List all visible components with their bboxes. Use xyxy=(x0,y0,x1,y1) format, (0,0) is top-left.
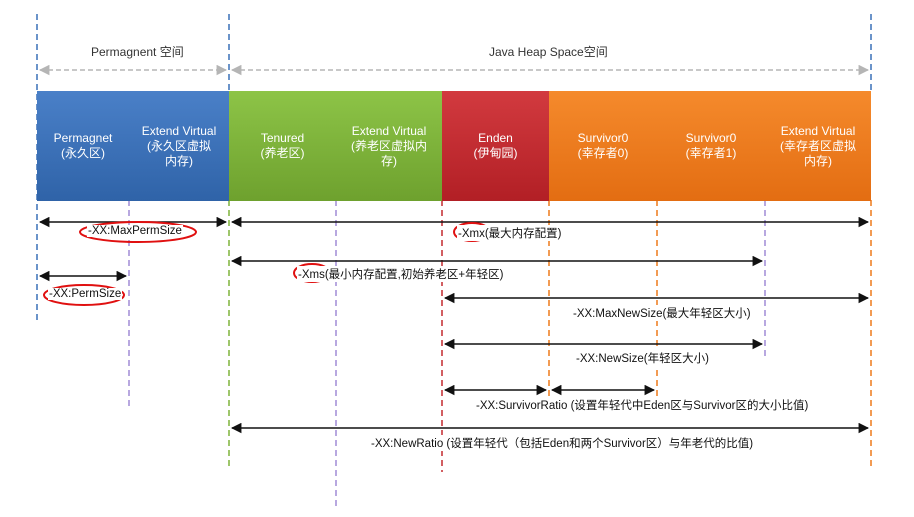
block-perm-extend-label: Extend Virtual (永久区虚拟 内存) xyxy=(141,123,217,168)
xmx-label: -Xmx(最大内存配置) xyxy=(457,225,563,241)
new-size-label: -XX:NewSize(年轻区大小) xyxy=(575,350,710,366)
perm-size-label: -XX:PermSize xyxy=(48,288,123,300)
block-permagnet: Permagnet (永久区) xyxy=(37,91,129,201)
block-permagnet-label: Permagnet (永久区) xyxy=(53,131,113,160)
block-survivor1-label: Survivor0 (幸存者1) xyxy=(685,131,737,160)
block-tenured: Tenured (养老区) xyxy=(229,91,336,201)
block-survivor0: Survivor0 (幸存者0) xyxy=(549,91,657,201)
block-survivor1: Survivor0 (幸存者1) xyxy=(657,91,765,201)
perm-size-highlight xyxy=(43,284,125,306)
max-perm-label: -XX:MaxPermSize xyxy=(87,225,183,237)
block-eden-label: Enden (伊甸园) xyxy=(473,131,518,160)
max-perm-highlight xyxy=(79,221,197,243)
block-perm-extend: Extend Virtual (永久区虚拟 内存) xyxy=(129,91,229,201)
xms-label: -Xms(最小内存配置,初始养老区+年轻区) xyxy=(297,266,505,282)
new-ratio-label: -XX:NewRatio (设置年轻代（包括Eden和两个Survivor区）与… xyxy=(370,435,755,451)
block-tenured-extend-label: Extend Virtual (养老区虚拟内 存) xyxy=(351,123,427,168)
survivor-ratio-label: -XX:SurvivorRatio (设置年轻代中Eden区与Survivor区… xyxy=(475,397,810,413)
block-eden: Enden (伊甸园) xyxy=(442,91,549,201)
max-new-label: -XX:MaxNewSize(最大年轻区大小) xyxy=(572,305,752,321)
block-tenured-label: Tenured (养老区) xyxy=(260,131,305,160)
block-young-extend-label: Extend Virtual (幸存者区虚拟 内存) xyxy=(780,123,856,168)
block-survivor0-label: Survivor0 (幸存者0) xyxy=(577,131,629,160)
block-young-extend: Extend Virtual (幸存者区虚拟 内存) xyxy=(765,91,871,201)
block-tenured-extend: Extend Virtual (养老区虚拟内 存) xyxy=(336,91,442,201)
permagnent-space-label: Permagnent 空间 xyxy=(88,43,187,60)
heap-space-label: Java Heap Space空间 xyxy=(486,43,611,60)
